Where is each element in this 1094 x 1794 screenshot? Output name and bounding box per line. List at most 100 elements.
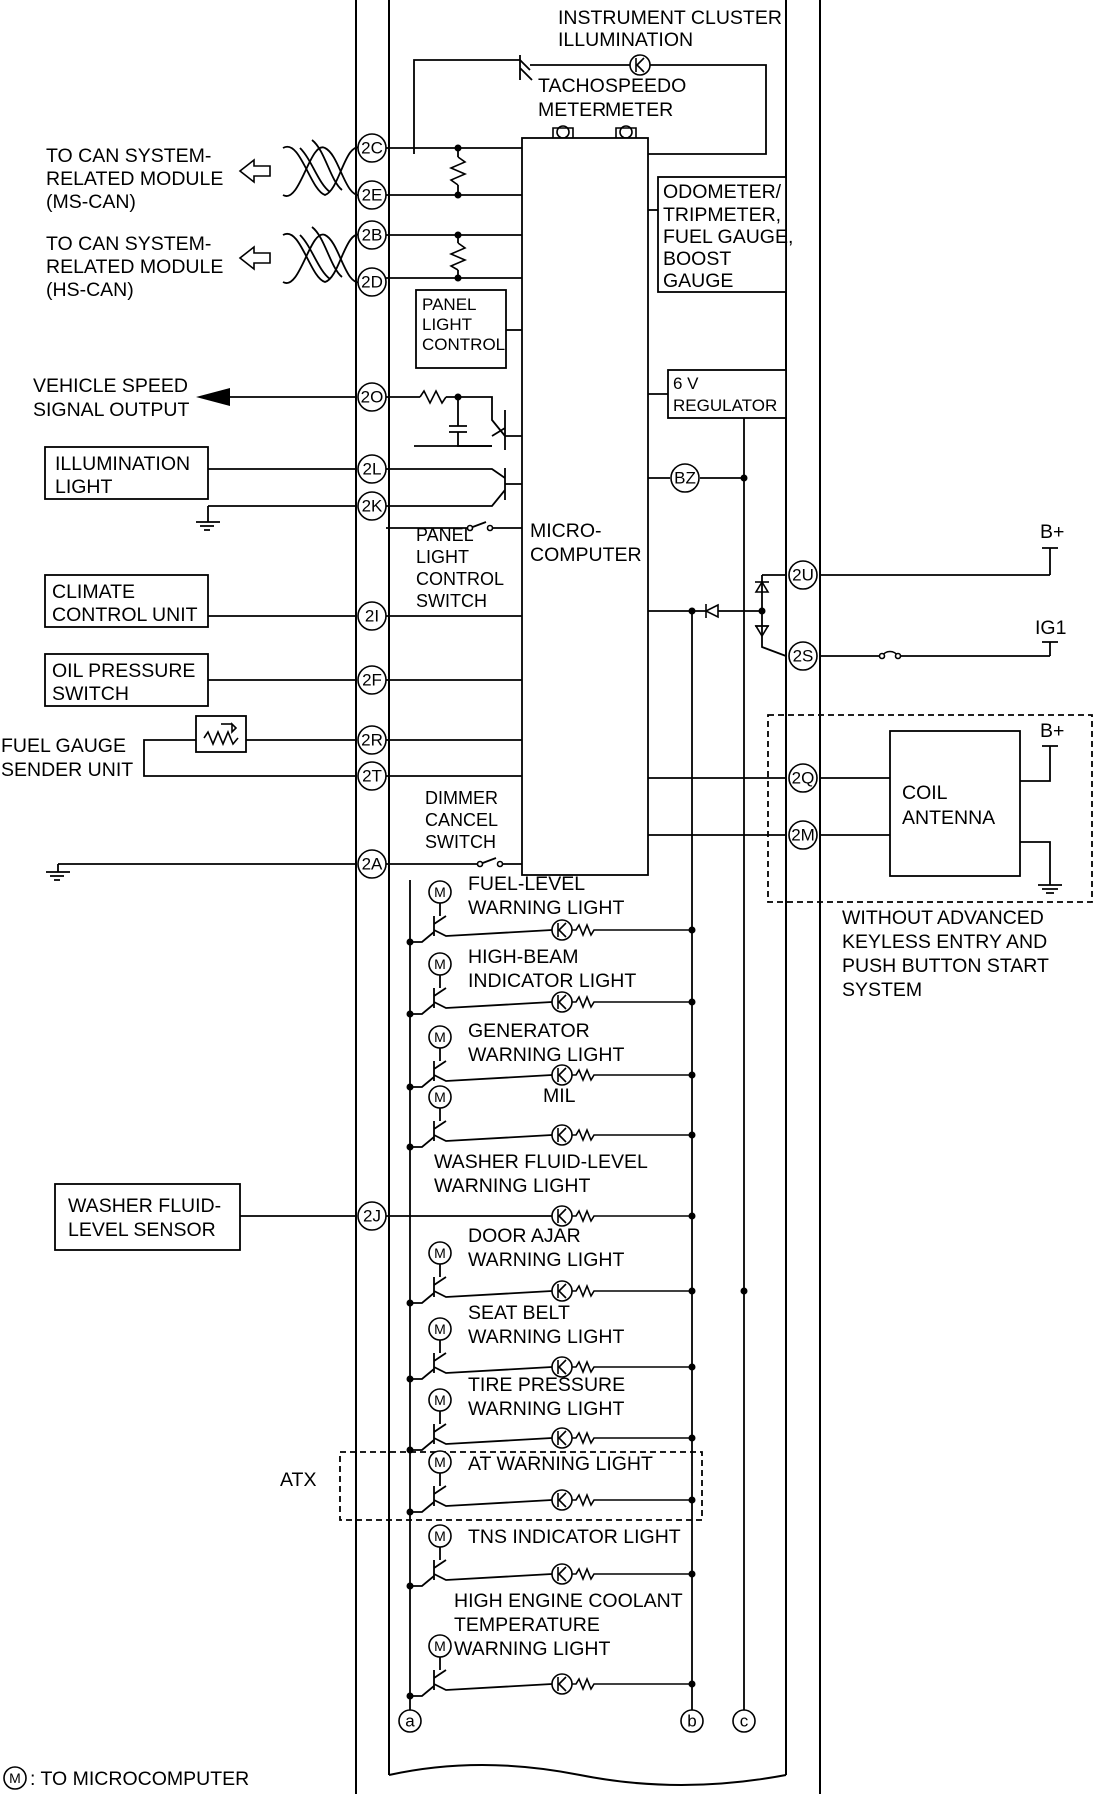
lamp-washer-label-2: WARNING LIGHT — [434, 1175, 590, 1197]
motor-symbol: M — [434, 884, 446, 900]
pin-label-2j: 2J — [363, 1207, 381, 1226]
regulator-label-1: 6 V — [673, 374, 699, 393]
connector-pin-2m: 2M — [788, 820, 818, 850]
lamp-tns: TNS INDICATOR LIGHT M — [406, 1524, 696, 1590]
hs-can-twisted-pair — [282, 226, 363, 284]
microcomputer-block — [521, 137, 649, 876]
lamp-high-beam-label-1: HIGH-BEAM — [468, 946, 579, 968]
illumination-light-label-1: ILLUMINATION — [55, 453, 190, 475]
lamp-door-ajar-label-1: DOOR AJAR — [468, 1225, 581, 1247]
illumination-light-box — [44, 446, 209, 500]
climate-control-label-1: CLIMATE — [52, 581, 135, 603]
lamp-coolant-label-1: HIGH ENGINE COOLANT — [454, 1590, 683, 1612]
fuel-sender-label-1: FUEL GAUGE — [1, 735, 126, 757]
diode-icon-1 — [704, 603, 719, 619]
motor-symbol: M — [434, 1392, 446, 1408]
ig1-label: IG1 — [1035, 617, 1066, 639]
diode-icon-3 — [754, 625, 770, 638]
motor-symbol: M — [434, 956, 446, 972]
panel-switch-label-3: CONTROL — [416, 569, 504, 589]
odometer-label-1: ODOMETER/ — [663, 181, 782, 203]
connector-pin-2f: 2F — [357, 665, 387, 695]
bus-c-label: c — [740, 1712, 749, 1731]
antenna-note-1: WITHOUT ADVANCED — [842, 907, 1044, 929]
odometer-label-2: TRIPMETER, — [663, 204, 781, 226]
pin-label-2i: 2I — [365, 607, 379, 626]
illumination-light-label-2: LIGHT — [55, 476, 113, 498]
motor-symbol: M — [434, 1321, 446, 1337]
illumination-lamp-icon — [629, 54, 651, 76]
oil-pressure-label-2: SWITCH — [52, 683, 129, 705]
speedometer-gauge-icon — [615, 125, 637, 139]
connector-pin-2o: 2O — [357, 382, 387, 412]
antenna-note-3: PUSH BUTTON START — [842, 955, 1049, 977]
ms-can-label-1: TO CAN SYSTEM- — [46, 145, 211, 167]
pin-label-2e: 2E — [362, 186, 383, 205]
buzzer-label: BZ — [674, 469, 696, 488]
hs-can-resistor-icon — [448, 231, 468, 282]
ms-can-twisted-pair — [282, 139, 363, 197]
pin-label-2l: 2L — [363, 460, 382, 479]
connector-pin-2r: 2R — [357, 725, 387, 755]
pin-label-2d: 2D — [361, 273, 383, 292]
oil-pressure-label-1: OIL PRESSURE — [52, 660, 195, 682]
connector-pin-2d: 2D — [357, 267, 387, 297]
microcomputer-label-1: MICRO- — [530, 520, 602, 542]
ms-can-arrow-icon — [238, 158, 271, 184]
pin-label-2o: 2O — [361, 388, 384, 407]
cluster-title-2: ILLUMINATION — [558, 29, 693, 51]
lamp-coolant-label-2: TEMPERATURE — [454, 1614, 600, 1636]
odometer-box — [657, 176, 787, 293]
cluster-frame — [355, 0, 821, 1794]
connector-pin-2k: 2K — [357, 491, 387, 521]
coil-antenna-label-2: ANTENNA — [902, 807, 995, 829]
tachometer-gauge-icon — [552, 125, 574, 139]
tachometer-label-1: TACHO — [538, 75, 605, 97]
atx-dashed-box — [339, 1451, 703, 1521]
motor-legend-icon — [3, 1766, 27, 1790]
lamp-washer-label-1: WASHER FLUID-LEVEL — [434, 1151, 648, 1173]
washer-sensor-box — [54, 1183, 241, 1251]
regulator-label-2: REGULATOR — [673, 396, 777, 415]
pin-label-2c: 2C — [361, 139, 383, 158]
lamp-tns-label-1: TNS INDICATOR LIGHT — [468, 1526, 681, 1548]
panel-light-control-label-1: PANEL — [422, 295, 477, 314]
lamp-door-ajar-label-2: WARNING LIGHT — [468, 1249, 624, 1271]
bus-b-label: b — [687, 1712, 696, 1731]
connector-pin-2a: 2A — [357, 849, 387, 879]
connector-pin-2j: 2J — [357, 1201, 387, 1231]
odometer-label-5: GAUGE — [663, 270, 733, 292]
ms-can-resistor-icon — [448, 144, 468, 199]
connector-pin-2c: 2C — [357, 133, 387, 163]
lamp-seat-belt-label-1: SEAT BELT — [468, 1302, 570, 1324]
panel-light-control-box — [415, 289, 507, 369]
legend-label: : TO MICROCOMPUTER — [30, 1768, 249, 1790]
pin-label-2u: 2U — [792, 566, 814, 585]
connector-pin-2i: 2I — [357, 601, 387, 631]
speedometer-label-2: METER — [605, 99, 673, 121]
motor-symbol: M — [434, 1528, 446, 1544]
oil-pressure-box — [44, 653, 209, 707]
fuel-sender-variable-resistor-icon — [195, 715, 247, 753]
lamp-tire-pressure-label-1: TIRE PRESSURE — [468, 1374, 625, 1396]
lamp-generator-label-1: GENERATOR — [468, 1020, 590, 1042]
speedometer-label-1: SPEEDO — [605, 75, 686, 97]
coil-antenna-label-1: COIL — [902, 782, 948, 804]
pin-label-2t: 2T — [362, 767, 382, 786]
lamp-coolant-label-3: WARNING LIGHT — [454, 1638, 610, 1660]
connector-pin-2l: 2L — [357, 454, 387, 484]
panel-switch-label-4: SWITCH — [416, 591, 487, 611]
panel-switch-label-1: PANEL — [416, 525, 474, 545]
vss-label-1: VEHICLE SPEED — [33, 375, 188, 397]
motor-symbol: M — [434, 1638, 446, 1654]
pin-label-2b: 2B — [362, 226, 383, 245]
connector-pin-2b: 2B — [357, 220, 387, 250]
